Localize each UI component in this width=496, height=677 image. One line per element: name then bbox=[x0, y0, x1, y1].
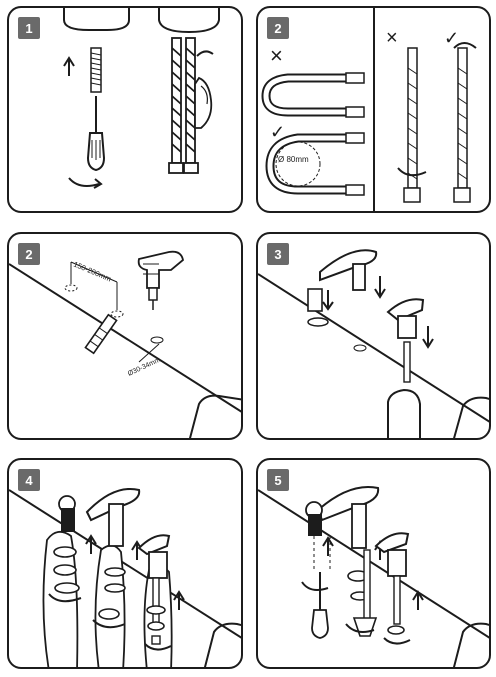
countertop-edge bbox=[9, 489, 241, 639]
step-number: 2 bbox=[267, 17, 289, 39]
bend-radius-circle bbox=[275, 141, 321, 187]
washer bbox=[53, 564, 77, 576]
hose bbox=[393, 575, 401, 625]
faucet-base bbox=[63, 8, 130, 31]
step-1-panel: 1 bbox=[7, 6, 243, 213]
drill-icon bbox=[137, 250, 184, 310]
nut bbox=[147, 621, 165, 631]
step-3-panel: 3 bbox=[256, 232, 491, 440]
rotate-arrow-icon bbox=[68, 177, 100, 187]
dimension-line bbox=[70, 261, 118, 283]
arrow-down-icon bbox=[422, 326, 434, 349]
nut bbox=[98, 608, 120, 620]
wrong-mark-icon: × bbox=[386, 27, 398, 49]
washer bbox=[104, 583, 126, 593]
spout-inlet bbox=[307, 288, 323, 312]
faucet-handle bbox=[137, 534, 171, 556]
spout-inlet bbox=[61, 508, 75, 532]
washer bbox=[146, 605, 166, 615]
bend-diameter-label: Ø 80mm bbox=[278, 155, 309, 164]
step-number: 5 bbox=[267, 469, 289, 491]
arrow-up-icon bbox=[63, 56, 75, 76]
countertop-edge bbox=[258, 489, 489, 639]
arrow-up-icon bbox=[173, 590, 185, 610]
arrow-down-icon bbox=[322, 290, 334, 311]
rotate-arrow-icon bbox=[383, 637, 411, 645]
right-mark-icon: ✓ bbox=[270, 122, 285, 142]
step-number: 1 bbox=[18, 17, 40, 39]
hose bbox=[363, 549, 371, 621]
faucet-base-right bbox=[158, 8, 220, 34]
rotate-arrow-icon bbox=[453, 42, 477, 49]
rotate-arrow-icon bbox=[48, 593, 82, 603]
screwdriver-icon bbox=[311, 609, 329, 639]
faucet-handle bbox=[386, 298, 425, 322]
countertop-corner bbox=[452, 622, 489, 667]
wrong-mark-icon: × bbox=[270, 43, 283, 68]
dowel-plug bbox=[84, 313, 118, 355]
rotate-arrow-icon bbox=[301, 581, 329, 591]
step-number: 2 bbox=[18, 243, 40, 265]
step-4-illustration bbox=[9, 488, 241, 667]
rotate-arrow-icon bbox=[144, 643, 172, 651]
faucet-spout bbox=[316, 486, 380, 522]
hose bbox=[403, 341, 411, 383]
step-number: 4 bbox=[18, 469, 40, 491]
drill-hole bbox=[150, 336, 164, 344]
spout-inlet bbox=[308, 514, 322, 536]
countertop-corner bbox=[453, 396, 489, 438]
step-2-hose-illustration: × ✓ Ø 80mm × ✓ bbox=[261, 8, 477, 211]
rotate-arrow-icon bbox=[397, 167, 427, 177]
hole-distance-label: 150-200mm bbox=[72, 260, 112, 284]
washer bbox=[54, 582, 80, 594]
step-4-panel: 4 bbox=[7, 458, 243, 669]
step-2-drill-illustration: 150-200mm Ø30-34mm bbox=[9, 250, 241, 438]
mount-hole bbox=[353, 344, 367, 352]
arrow-up-icon bbox=[322, 536, 334, 556]
rotate-arrow-icon bbox=[92, 619, 126, 629]
countertop-edge bbox=[258, 273, 489, 423]
hand bbox=[387, 388, 421, 438]
countertop-edge bbox=[9, 263, 241, 413]
step-5-panel: 5 bbox=[256, 458, 491, 669]
hand bbox=[94, 544, 126, 667]
straight-hose-right bbox=[453, 47, 471, 203]
nut bbox=[387, 625, 405, 635]
arrow-up-icon bbox=[85, 534, 97, 554]
connector bbox=[352, 617, 378, 637]
step-3-illustration bbox=[258, 249, 489, 438]
step-2-hose-panel: 2 × ✓ Ø 80mm × ✓ bbox=[256, 6, 491, 213]
countertop-corner bbox=[203, 622, 241, 667]
washer bbox=[307, 317, 329, 327]
hole-mark bbox=[110, 310, 124, 318]
hose-wrong-bend bbox=[261, 73, 353, 117]
screwdriver-icon bbox=[86, 96, 106, 172]
right-mark-icon: ✓ bbox=[444, 28, 459, 48]
washer bbox=[104, 567, 126, 577]
rotate-arrow-icon bbox=[345, 623, 375, 633]
step-2-drill-panel: 2 150-200mm Ø30-34mm bbox=[7, 232, 243, 440]
hoses bbox=[168, 37, 199, 174]
hand bbox=[194, 76, 213, 129]
arrow-down-icon bbox=[374, 276, 386, 299]
arrow-up-icon bbox=[131, 540, 143, 560]
hose bbox=[152, 577, 160, 629]
step-5-illustration bbox=[258, 486, 489, 667]
hole-mark bbox=[64, 284, 78, 292]
step-number: 3 bbox=[267, 243, 289, 265]
step-1-illustration bbox=[63, 8, 220, 189]
hole-diameter-label: Ø30-34mm bbox=[127, 357, 162, 378]
countertop-corner bbox=[189, 394, 241, 438]
arrow-up-icon bbox=[412, 590, 424, 610]
faucet-spout bbox=[319, 249, 378, 282]
washer bbox=[53, 546, 77, 558]
rotate-arrow-icon bbox=[196, 50, 214, 57]
straight-hose-left bbox=[403, 47, 421, 203]
faucet-handle bbox=[374, 532, 410, 554]
